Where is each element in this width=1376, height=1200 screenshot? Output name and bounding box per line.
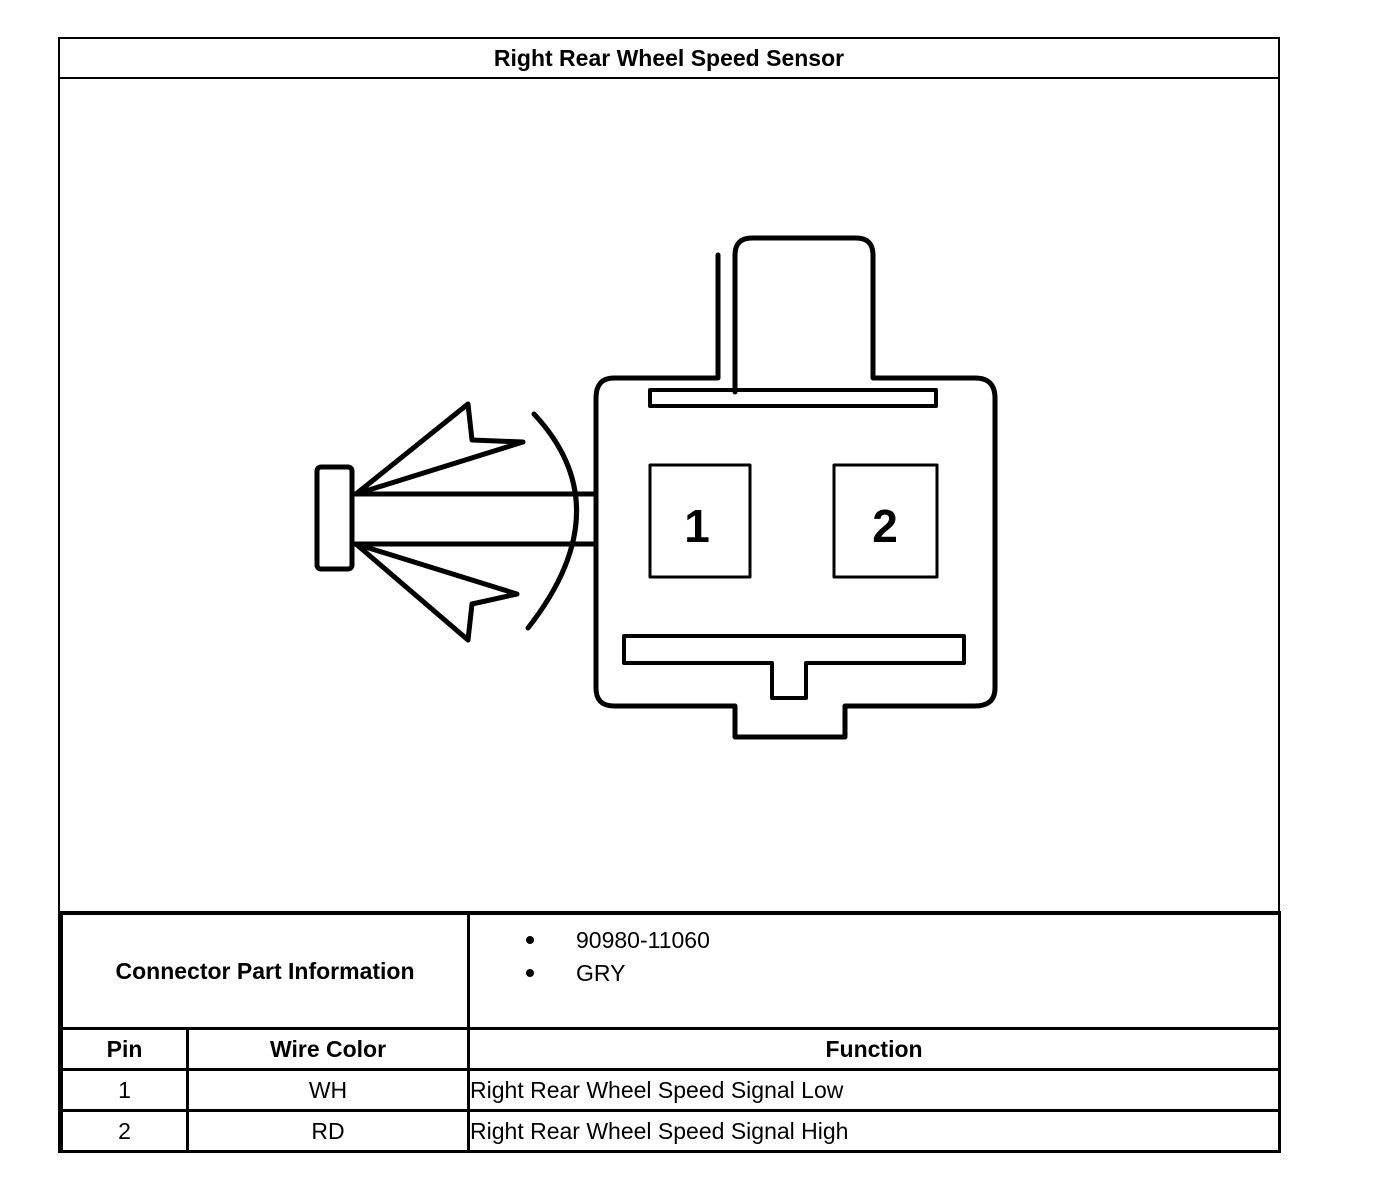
sensor-head	[314, 464, 355, 572]
cavity-1	[648, 463, 752, 579]
connector-body-outline	[593, 235, 998, 740]
connector-sheet: Right Rear Wheel Speed Sensor	[58, 37, 1282, 1153]
table-row: 1 WH Right Rear Wheel Speed Signal Low	[60, 1068, 1282, 1112]
part-info-label: Connector Part Information	[59, 911, 471, 1030]
wire-color-cell: WH	[185, 1068, 471, 1112]
sensor-upper-arrow	[353, 401, 526, 497]
sensor-lower-arrow	[353, 541, 520, 643]
function-cell: Right Rear Wheel Speed Signal Low	[467, 1068, 1282, 1112]
pin-header: Pin	[60, 1027, 189, 1071]
part-number: 90980-11060	[526, 925, 1278, 958]
top-latch-slot	[648, 388, 938, 408]
connector-diagram: 1 2	[60, 79, 1278, 911]
cavity-2	[832, 463, 939, 579]
connector-info-table: Connector Part Information 90980-11060 G…	[59, 911, 1282, 1153]
connector-color: GRY	[526, 958, 1278, 991]
function-header: Function	[467, 1027, 1282, 1071]
connector-drawing: 1 2	[314, 235, 998, 740]
cavity-2-label: 2	[872, 500, 898, 552]
cavity-labels: 1 2	[684, 500, 898, 552]
part-info-values: 90980-11060 GRY	[467, 911, 1282, 1030]
wire-color-header: Wire Color	[185, 1027, 471, 1071]
pin-cell: 1	[60, 1068, 189, 1112]
pin-table-header: Pin Wire Color Function	[60, 1027, 1282, 1071]
table-row: 2 RD Right Rear Wheel Speed Signal High	[60, 1109, 1282, 1153]
part-info-list: 90980-11060 GRY	[470, 925, 1278, 991]
part-info-row: Connector Part Information 90980-11060 G…	[59, 911, 1282, 1030]
sensor-shaft	[349, 491, 599, 547]
cavity-1-label: 1	[684, 500, 710, 552]
sheet-title: Right Rear Wheel Speed Sensor	[60, 39, 1278, 79]
sensor-field-arc	[525, 411, 580, 631]
pin-cell: 2	[60, 1109, 189, 1153]
wire-color-cell: RD	[185, 1109, 471, 1153]
function-cell: Right Rear Wheel Speed Signal High	[467, 1109, 1282, 1153]
bottom-key-slot	[622, 634, 966, 700]
